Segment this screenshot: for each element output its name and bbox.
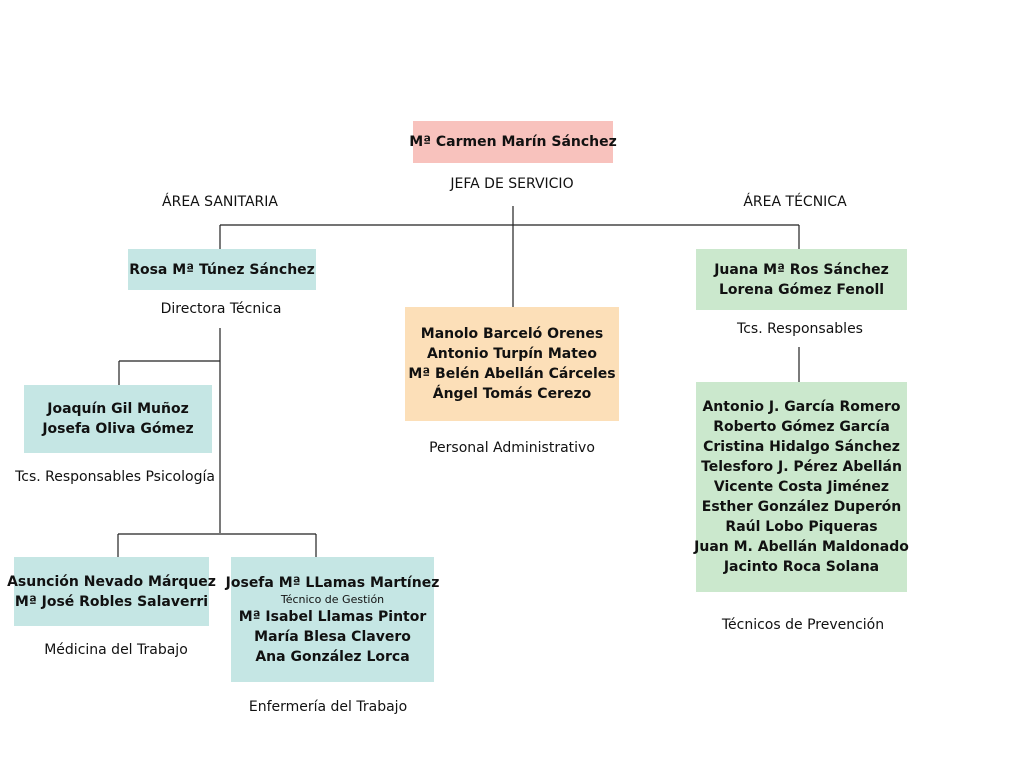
- prevencion-name: Roberto Gómez García: [713, 419, 890, 435]
- prevencion-box: Antonio J. García Romero Roberto Gómez G…: [694, 382, 909, 592]
- enfermeria-name: Ana González Lorca: [255, 648, 410, 665]
- medicina-name: Mª José Robles Salaverri: [14, 593, 209, 610]
- administrativo-name: Ángel Tomás Cerezo: [432, 386, 592, 402]
- enfermeria-role: Enfermería del Trabajo: [248, 699, 408, 715]
- enfermeria-box: Josefa Mª LLamas Martínez Técnico de Ges…: [226, 557, 439, 682]
- medicina-name: Asunción Nevado Márquez: [7, 573, 216, 590]
- head-name: Mª Carmen Marín Sánchez: [409, 134, 617, 150]
- directora-name: Rosa Mª Túnez Sánchez: [129, 261, 315, 278]
- enfermeria-name: Mª Isabel Llamas Pintor: [238, 608, 427, 625]
- administrativo-role: Personal Administrativo: [429, 440, 595, 456]
- administrativo-name: Mª Belén Abellán Cárceles: [408, 366, 616, 382]
- directora-role: Directora Técnica: [160, 301, 282, 317]
- prevencion-name: Jacinto Roca Solana: [723, 559, 880, 575]
- prevencion-name: Vicente Costa Jiménez: [713, 479, 890, 495]
- prevencion-name: Raúl Lobo Piqueras: [725, 519, 878, 535]
- medicina-box: Asunción Nevado Márquez Mª José Robles S…: [7, 557, 216, 626]
- responsables-box: Juana Mª Ros Sánchez Lorena Gómez Fenoll: [696, 249, 907, 310]
- prevencion-name: Esther González Duperón: [701, 499, 902, 515]
- enfermeria-name: María Blesa Clavero: [254, 628, 411, 645]
- responsables-role: Tcs. Responsables: [737, 321, 863, 337]
- head-box: Mª Carmen Marín Sánchez: [409, 121, 617, 163]
- area-tecnica-label: ÁREA TÉCNICA: [743, 194, 847, 210]
- enfermeria-lead-note: Técnico de Gestión: [280, 592, 385, 606]
- prevencion-name: Telesforo J. Pérez Abellán: [701, 459, 902, 475]
- responsables-name: Juana Mª Ros Sánchez: [714, 261, 889, 278]
- directora-box: Rosa Mª Túnez Sánchez: [128, 249, 316, 290]
- prevencion-role: Técnicos de Prevención: [721, 617, 885, 633]
- area-sanitaria-label: ÁREA SANITARIA: [162, 194, 278, 210]
- responsables-name: Lorena Gómez Fenoll: [718, 281, 885, 298]
- prevencion-name: Antonio J. García Romero: [702, 399, 901, 415]
- prevencion-name: Cristina Hidalgo Sánchez: [703, 439, 900, 455]
- psicologia-name: Josefa Oliva Gómez: [42, 421, 194, 437]
- administrativo-name: Antonio Turpín Mateo: [426, 346, 598, 362]
- administrativo-box: Manolo Barceló Orenes Antonio Turpín Mat…: [405, 307, 619, 421]
- administrativo-name: Manolo Barceló Orenes: [420, 326, 604, 342]
- head-role: JEFA DE SERVICIO: [450, 176, 574, 192]
- prevencion-name: Juan M. Abellán Maldonado: [694, 539, 909, 555]
- psicologia-role: Tcs. Responsables Psicología: [15, 469, 215, 485]
- psicologia-box: Joaquín Gil Muñoz Josefa Oliva Gómez: [24, 385, 212, 453]
- psicologia-name: Joaquín Gil Muñoz: [47, 401, 189, 417]
- medicina-role: Médicina del Trabajo: [44, 642, 188, 658]
- enfermeria-lead: Josefa Mª LLamas Martínez: [225, 574, 440, 591]
